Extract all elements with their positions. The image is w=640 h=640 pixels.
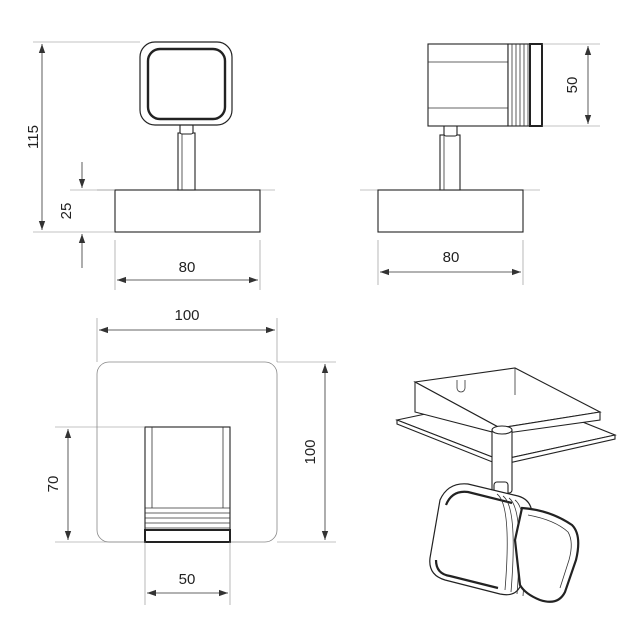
isometric-view (395, 367, 617, 603)
dim-top-head-length: 70 (45, 476, 62, 493)
dim-front-base-width: 80 (179, 259, 196, 276)
front-view: 115 25 80 (25, 41, 275, 290)
dim-top-plate-height: 100 (302, 439, 319, 464)
top-view: 100 100 70 50 (45, 307, 336, 605)
dim-side-base-width: 80 (443, 249, 460, 266)
dim-side-head-height: 50 (564, 77, 581, 94)
dim-top-head-width: 50 (179, 571, 196, 588)
dim-front-base-height: 25 (58, 203, 75, 220)
dim-front-total-height: 115 (25, 125, 42, 149)
dim-top-plate-width: 100 (174, 307, 199, 324)
side-view: 50 80 (360, 43, 600, 285)
